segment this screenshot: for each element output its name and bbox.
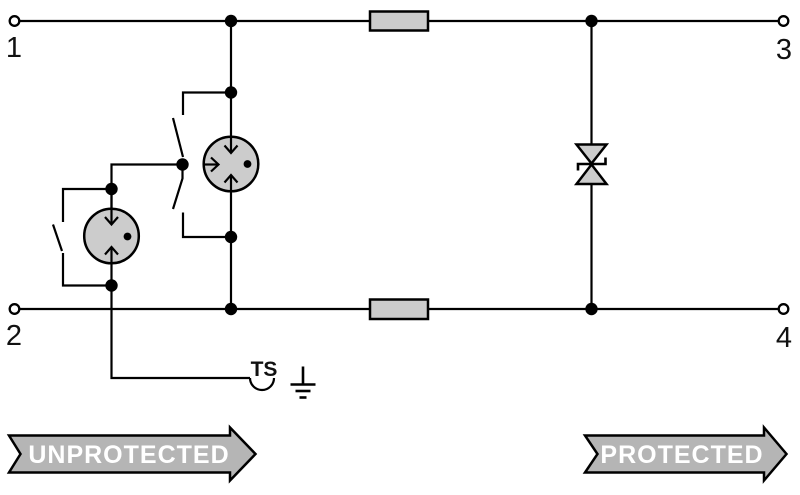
terminal-2-circle — [8, 303, 21, 315]
unprotected-label: UNPROTECTED — [28, 441, 229, 469]
gdt-right-bottom-arrowhead-icon — [223, 173, 239, 184]
gdt-right-top-arrowhead-icon — [223, 144, 239, 155]
terminal-4-label: 4 — [776, 322, 792, 354]
terminal-2: 2 — [6, 303, 22, 352]
gdt-left-electrode-dot — [123, 232, 132, 241]
junction-dot — [176, 158, 189, 171]
gas-discharge-tube-right — [202, 135, 260, 193]
tvs-diode-top-triangle — [573, 143, 610, 166]
center-electrode-wire — [110, 163, 183, 209]
ts-socket-contact — [248, 377, 276, 392]
gdt-right-left-arrowhead-icon — [210, 156, 221, 173]
tvs-diode-bottom-triangle — [573, 162, 610, 186]
unprotected-arrow-shape — [6, 424, 258, 484]
switch-right-top-blade — [171, 117, 185, 158]
junction-dot — [105, 182, 118, 196]
protected-arrow: PROTECTED — [582, 424, 789, 484]
terminal-3-label: 3 — [776, 34, 792, 66]
protected-label: PROTECTED — [600, 441, 763, 469]
junction-dot — [224, 86, 238, 99]
switch-right-bottom-bracket — [181, 212, 231, 239]
junction-dots — [105, 14, 598, 316]
resistor-bottom — [368, 298, 430, 321]
switch-left-top-bracket — [61, 187, 112, 222]
switch-right-bottom-blade — [171, 164, 184, 210]
unprotected-arrow: UNPROTECTED — [6, 424, 258, 484]
junction-dot — [224, 230, 238, 244]
tvs-diode-branch — [573, 21, 610, 309]
switch-left-blade — [51, 224, 64, 252]
junction-dot — [585, 302, 598, 316]
ts-wire — [110, 263, 250, 380]
switch-right-top-bracket — [181, 91, 231, 115]
protected-arrow-shape — [582, 424, 789, 484]
terminal-1-circle — [8, 15, 21, 27]
gdt-right-branch — [110, 21, 260, 309]
gdt-left-bottom-arrowhead-icon — [104, 245, 119, 256]
gdt-left-branch: TS — [51, 187, 316, 399]
junction-dot — [224, 302, 238, 316]
terminal-3: 3 — [776, 15, 792, 66]
tvs-diode-bar — [576, 157, 607, 171]
junction-dot — [224, 14, 238, 28]
switch-left-bottom-bracket — [61, 253, 112, 287]
gdt-left-top-arrowhead-icon — [104, 216, 119, 227]
terminal-1: 1 — [6, 15, 22, 64]
terminal-3-circle — [777, 15, 790, 27]
junction-dot — [585, 14, 598, 28]
ground-icon — [290, 366, 316, 399]
gdt-right-electrode-dot — [243, 160, 252, 168]
terminal-4-circle — [777, 303, 790, 315]
junction-dot — [105, 279, 118, 292]
terminal-4: 4 — [776, 303, 792, 354]
ts-label: TS — [251, 358, 278, 381]
terminal-1-label: 1 — [6, 32, 22, 64]
terminal-2-label: 2 — [6, 320, 22, 352]
resistor-top — [368, 10, 430, 32]
